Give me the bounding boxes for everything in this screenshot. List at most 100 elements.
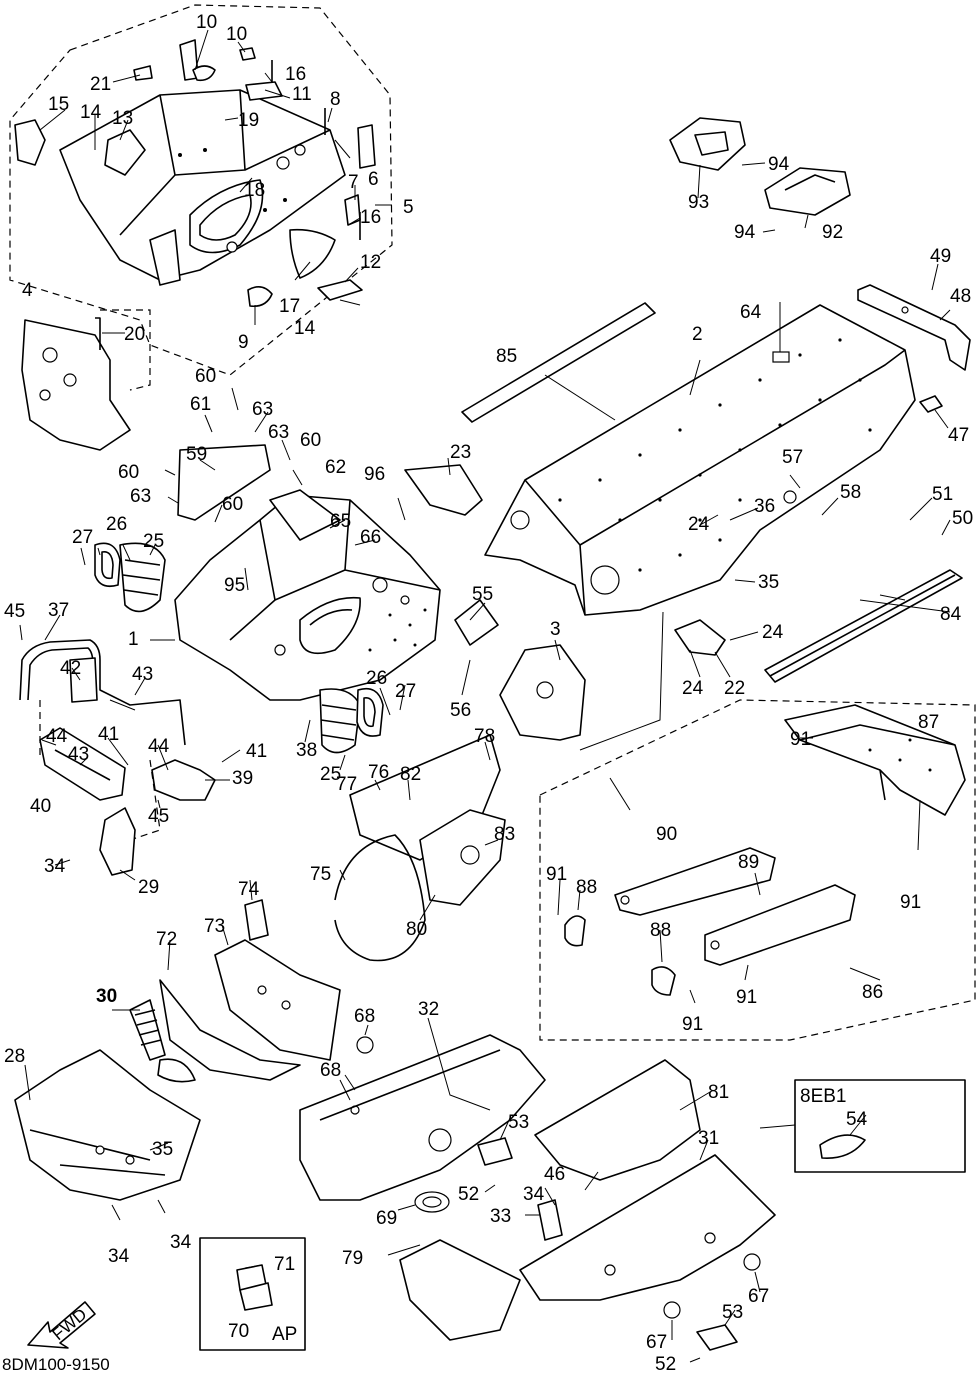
callout-96: 96 xyxy=(364,464,385,485)
strip-84 xyxy=(764,569,963,683)
callout-14a: 14 xyxy=(80,102,102,123)
callout-19: 19 xyxy=(238,110,259,131)
ring-69 xyxy=(414,1191,450,1213)
bracket-29 xyxy=(99,807,136,876)
callout-63c: 63 xyxy=(130,486,151,507)
callout-77: 77 xyxy=(336,774,357,795)
callout-4: 4 xyxy=(22,280,33,301)
callout-92: 92 xyxy=(822,222,843,243)
callout-9: 9 xyxy=(238,332,249,353)
callout-44b: 44 xyxy=(148,736,170,757)
callout-95: 95 xyxy=(224,575,245,596)
callout-44a: 44 xyxy=(46,726,68,747)
callout-52b: 52 xyxy=(655,1354,676,1375)
callout-63b: 63 xyxy=(268,422,289,443)
callout-20: 20 xyxy=(124,324,145,345)
callout-60d: 60 xyxy=(222,494,243,515)
callout-57: 57 xyxy=(782,447,803,468)
bumper-37 xyxy=(19,639,186,746)
callout-11: 11 xyxy=(292,84,312,105)
mesh-30 xyxy=(129,999,196,1083)
side-panel-31 xyxy=(519,1154,776,1301)
callout-10b: 10 xyxy=(226,24,247,45)
grommet-67-b xyxy=(663,1301,681,1319)
callout-79: 79 xyxy=(342,1248,363,1269)
callout-21: 21 xyxy=(90,74,111,95)
callout-37: 37 xyxy=(48,600,69,621)
callout-38: 38 xyxy=(296,740,317,761)
callout-73: 73 xyxy=(204,916,225,937)
callout-70: 70 xyxy=(228,1321,249,1342)
callout-16b: 16 xyxy=(360,207,381,228)
callout-87: 87 xyxy=(918,712,939,733)
callout-34b: 34 xyxy=(523,1184,545,1205)
callout-60a: 60 xyxy=(195,366,216,387)
callout-45b: 45 xyxy=(148,806,169,827)
callout-53b: 53 xyxy=(722,1302,743,1323)
grommet-68 xyxy=(356,1036,374,1054)
callout-41b: 41 xyxy=(246,741,267,762)
inset-ap-label: AP xyxy=(272,1324,297,1345)
callout-59: 59 xyxy=(186,444,207,465)
callout-43a: 43 xyxy=(132,664,153,685)
callout-91b: 91 xyxy=(546,864,567,885)
shield-75 xyxy=(334,834,426,962)
callout-75: 75 xyxy=(310,864,331,885)
bracket-53-upper xyxy=(477,1137,513,1166)
panel-83 xyxy=(419,809,506,906)
bracket-53-lower xyxy=(696,1324,738,1351)
fwd-arrow-icon xyxy=(27,1301,96,1349)
callout-2: 2 xyxy=(692,324,703,345)
nose-cover-28 xyxy=(14,1049,201,1201)
callout-24a: 24 xyxy=(688,514,710,535)
callout-51: 51 xyxy=(932,484,953,505)
callout-45a: 45 xyxy=(4,601,25,622)
callout-12: 12 xyxy=(360,252,381,273)
callout-10a: 10 xyxy=(196,12,217,33)
callout-67b: 67 xyxy=(646,1332,667,1353)
grip-92 xyxy=(764,167,851,216)
callout-32: 32 xyxy=(418,999,439,1020)
front-bracket-4 xyxy=(21,317,131,451)
callout-54: 54 xyxy=(846,1109,868,1130)
panel-81 xyxy=(534,1059,701,1181)
panel-73 xyxy=(214,939,341,1061)
inset-box-8eb1 xyxy=(759,1079,966,1173)
callout-46: 46 xyxy=(544,1164,565,1185)
callout-34d: 34 xyxy=(170,1232,192,1253)
callout-3: 3 xyxy=(550,619,561,640)
callout-33: 33 xyxy=(490,1206,511,1227)
callout-84: 84 xyxy=(940,604,962,625)
callout-78: 78 xyxy=(474,726,495,747)
tunnel-2 xyxy=(484,304,916,616)
callout-58: 58 xyxy=(840,482,861,503)
callout-71: 71 xyxy=(274,1254,295,1275)
callout-31: 31 xyxy=(698,1128,719,1149)
gasket-26-right xyxy=(356,687,384,737)
callout-50: 50 xyxy=(952,508,973,529)
callout-16a: 16 xyxy=(285,64,306,85)
panel-72 xyxy=(159,979,301,1081)
strip-85 xyxy=(461,302,656,423)
callout-47: 47 xyxy=(948,425,969,446)
callout-26b: 26 xyxy=(366,668,387,689)
callout-74: 74 xyxy=(238,879,260,900)
drawing-code: 8DM100-9150 xyxy=(2,1355,110,1374)
callout-7: 7 xyxy=(348,172,359,193)
callout-36: 36 xyxy=(754,496,775,517)
callout-90: 90 xyxy=(656,824,677,845)
callout-83: 83 xyxy=(494,824,515,845)
pad-88-lower xyxy=(651,966,676,996)
callout-94b: 94 xyxy=(734,222,756,243)
callout-82: 82 xyxy=(400,764,421,785)
gasket-26-left xyxy=(94,542,121,588)
rail-89 xyxy=(704,884,856,966)
group-5-dashed-box xyxy=(9,4,393,376)
callout-5: 5 xyxy=(403,197,414,218)
callout-67a: 67 xyxy=(748,1286,769,1307)
callout-15: 15 xyxy=(48,94,69,115)
leader-lines xyxy=(19,29,951,1363)
callout-91e: 91 xyxy=(682,1014,703,1035)
callout-28: 28 xyxy=(4,1046,25,1067)
